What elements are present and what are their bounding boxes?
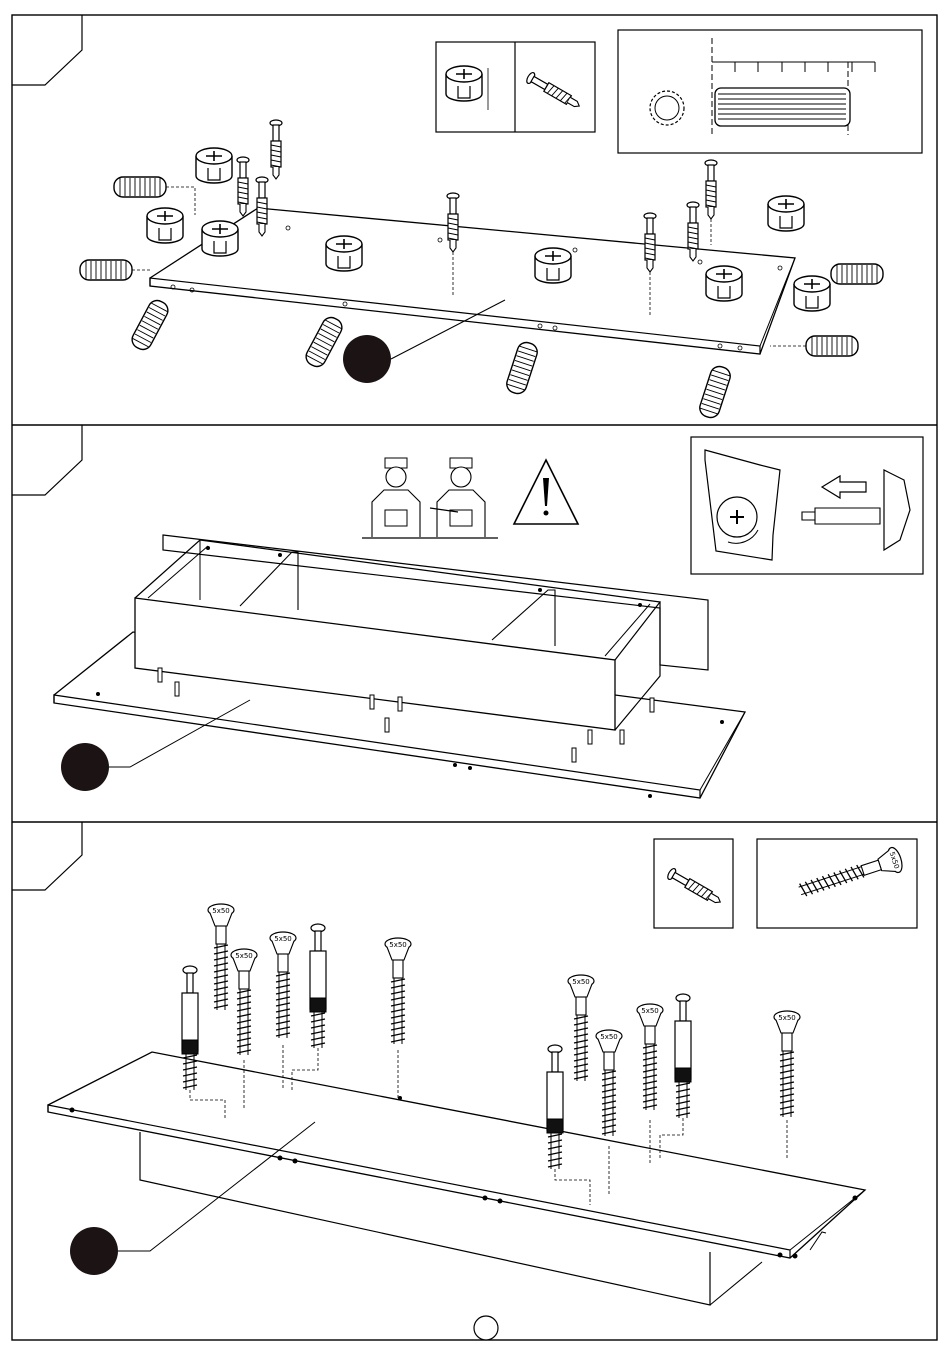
cam-lock	[535, 248, 571, 283]
confirmat-screw	[637, 1004, 663, 1110]
cam-bolt	[705, 160, 717, 219]
confirmat-screw	[774, 1011, 800, 1117]
page-number	[474, 1316, 498, 1340]
cam-bolt	[675, 994, 691, 1118]
wooden-dowel	[303, 314, 345, 369]
inset-confirmat-screw	[757, 839, 917, 928]
cam-bolt	[270, 120, 282, 179]
wooden-dowel	[114, 177, 166, 197]
step-number-tab	[12, 15, 82, 85]
cam-lock	[706, 266, 742, 301]
cam-lock	[768, 196, 804, 231]
confirmat-screw	[270, 932, 296, 1038]
confirmat-screw	[208, 904, 234, 1010]
two-person-assembly-icon	[360, 452, 500, 540]
step-number-tab	[12, 822, 82, 890]
wooden-dowel	[129, 297, 171, 352]
confirmat-screw	[596, 1030, 622, 1136]
step-1-panel	[80, 30, 922, 420]
cam-lock	[147, 208, 183, 243]
cam-lock	[202, 221, 238, 256]
step-2-panel	[54, 437, 923, 798]
cam-lock	[326, 236, 362, 271]
step-3-panel	[48, 839, 917, 1305]
confirmat-screw	[568, 975, 594, 1081]
step-number-tab	[12, 425, 82, 495]
confirmat-screw	[385, 938, 411, 1044]
wooden-dowel	[80, 260, 132, 280]
warning-icon	[514, 460, 578, 524]
wooden-dowel	[831, 264, 883, 284]
wooden-dowel	[697, 364, 732, 420]
inset-cam-bolt	[654, 839, 733, 928]
top-panel	[48, 1052, 865, 1258]
inset-cam-tighten	[691, 437, 923, 574]
inset-dowel-measure	[618, 30, 922, 153]
inset-cam-lock	[436, 42, 595, 132]
cam-lock	[196, 148, 232, 183]
cam-lock	[794, 276, 830, 311]
confirmat-screw	[231, 949, 257, 1055]
cam-bolt	[310, 924, 326, 1048]
wooden-dowel	[504, 340, 539, 396]
cam-bolt	[237, 157, 249, 216]
part-marker	[343, 335, 391, 383]
wooden-dowel	[806, 336, 858, 356]
part-marker	[61, 743, 109, 791]
part-marker	[70, 1227, 118, 1275]
